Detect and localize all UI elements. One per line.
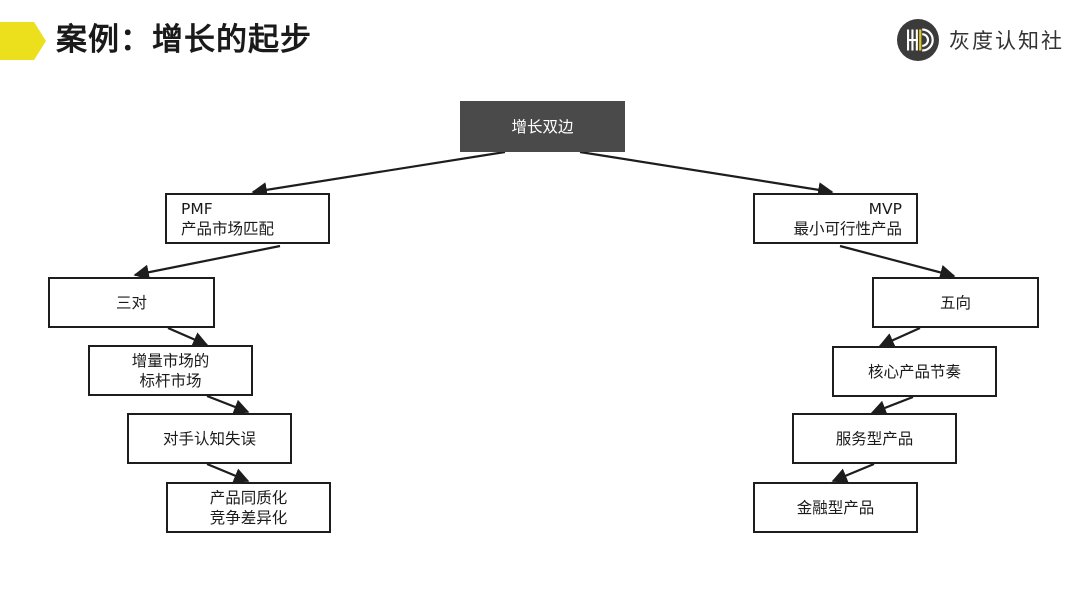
edge-hexin-fuwu — [870, 395, 914, 416]
node-fuwu-line1: 服务型产品 — [835, 429, 914, 448]
edge-root-pmf — [251, 150, 506, 198]
edge-sandui-zengliang — [167, 326, 209, 347]
node-mvp-line2: 最小可行性产品 — [793, 219, 902, 238]
edge-wuxiang-hexin — [878, 326, 921, 348]
node-wuxiang[interactable]: 五向 — [872, 277, 1039, 328]
node-fuwu[interactable]: 服务型产品 — [792, 413, 957, 464]
node-pmf-line2: 产品市场匹配 — [181, 219, 275, 238]
brand-logo: 灰度认知社 — [896, 18, 1064, 62]
node-root[interactable]: 增长双边 — [460, 101, 625, 152]
node-jinrong[interactable]: 金融型产品 — [753, 482, 918, 533]
edge-root-mvp — [579, 150, 834, 198]
node-sandui-line1: 三对 — [115, 293, 147, 312]
node-tongzhi-line1: 产品同质化 — [209, 488, 288, 507]
edge-zengliang-duishou — [206, 394, 250, 415]
node-jinrong-line1: 金融型产品 — [796, 498, 875, 517]
edge-duishou-tongzhi — [206, 462, 250, 483]
brand-name: 灰度认知社 — [949, 29, 1064, 53]
node-mvp-line1: MVP — [868, 199, 902, 218]
node-zengliang-line1: 增量市场的 — [131, 351, 210, 370]
node-root-line1: 增长双边 — [511, 117, 574, 136]
slide-header: 案例：增长的起步 灰度认知社 — [0, 0, 1080, 84]
node-mvp[interactable]: MVP 最小可行性产品 — [753, 193, 918, 244]
node-wuxiang-line1: 五向 — [939, 293, 971, 312]
node-tongzhi[interactable]: 产品同质化 竞争差异化 — [166, 482, 331, 533]
node-hexin[interactable]: 核心产品节奏 — [832, 346, 997, 397]
edge-fuwu-jinrong — [831, 462, 875, 483]
node-pmf[interactable]: PMF 产品市场匹配 — [165, 193, 330, 244]
edge-mvp-wuxiang — [839, 244, 956, 280]
node-zengliang-line2: 标杆市场 — [139, 371, 202, 390]
node-duishou[interactable]: 对手认知失误 — [127, 413, 292, 464]
node-pmf-line1: PMF — [181, 199, 213, 218]
page-title: 案例：增长的起步 — [56, 22, 312, 57]
node-sandui[interactable]: 三对 — [48, 277, 215, 328]
hd-logo-icon — [897, 19, 939, 61]
node-tongzhi-line2: 竞争差异化 — [209, 508, 288, 527]
node-duishou-line1: 对手认知失误 — [162, 429, 256, 448]
node-hexin-line1: 核心产品节奏 — [867, 362, 961, 381]
node-zengliang[interactable]: 增量市场的 标杆市场 — [88, 345, 253, 396]
edge-pmf-sandui — [133, 244, 281, 280]
